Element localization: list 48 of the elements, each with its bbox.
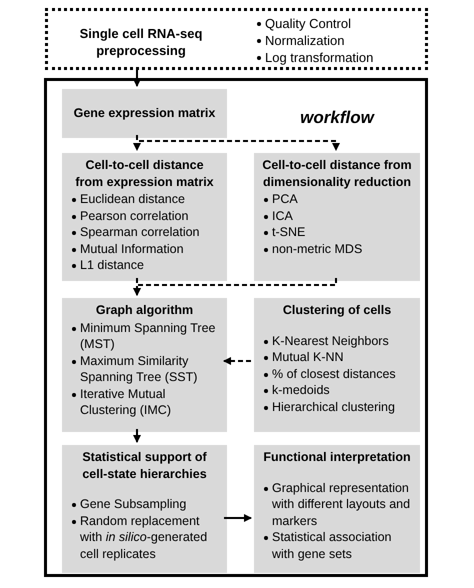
process-box (62, 445, 227, 573)
bullet-text: K-Nearest Neighbors (272, 332, 389, 349)
bullet-text: Euclidean distance (80, 191, 185, 208)
arrow (133, 429, 141, 443)
bullet-text: % of closest distances (272, 366, 396, 382)
arrow (133, 70, 141, 87)
bullet-text: Gene Subsampling (80, 496, 186, 512)
bullet-text: Normalization (265, 32, 344, 49)
bullet-text: k-medoids (272, 382, 330, 398)
bullet-text: Graphical representation with different layouts and markers (272, 480, 412, 529)
dotted-box (45, 8, 428, 70)
bullet-text: non-metric MDS (272, 240, 362, 257)
bullet-text: Mutual Information (80, 240, 184, 257)
bullet-text: Iterative Mutual Clustering (IMC) (80, 386, 172, 418)
bullet-text: t-SNE (272, 224, 306, 240)
box-heading: Cell-to-cell distance from expression matrix (74, 157, 215, 190)
box-heading: Clustering of cells (282, 302, 392, 318)
bullet-text: ICA (272, 208, 293, 224)
arrow (133, 278, 337, 296)
arrow (133, 278, 141, 296)
workflow-frame (44, 78, 428, 577)
bullet-text: Random replacement with in silico-generated cell replicates (80, 512, 208, 562)
bullet-text: Minimum Spanning Tree (MST) (80, 320, 216, 352)
process-box (62, 89, 227, 138)
bullet-text: Spearman correlation (80, 224, 200, 240)
process-box (254, 445, 420, 573)
bullet-text: Statistical association with gene sets (272, 529, 393, 562)
box-heading: Functional interpretation (262, 449, 412, 466)
process-box (62, 153, 227, 281)
box-heading: Graph algorithm (94, 302, 194, 318)
preprocessing-label: Single cell RNA-seq preprocessing (78, 25, 204, 59)
process-box (254, 153, 420, 281)
box-heading: Cell-to-cell distance from dimensionality reduction (261, 157, 413, 190)
process-box (62, 298, 227, 432)
workflow-title: workflow (299, 107, 376, 129)
arrow (223, 357, 251, 365)
box-heading: Statistical support of cell-state hierarchies (81, 449, 208, 482)
bullet-text: Pearson correlation (80, 208, 188, 224)
bullet-text: Hierarchical clustering (272, 398, 395, 415)
process-box (254, 298, 420, 432)
bullet-text: L1 distance (80, 257, 144, 274)
bullet-text: Mutual K-NN (272, 349, 344, 366)
arrow (224, 514, 252, 522)
bullet-text: Log transformation (265, 49, 374, 66)
bullet-text: Quality Control (265, 15, 351, 32)
bullet-text: Maximum Similarity Spanning Tree (SST) (80, 352, 198, 386)
box-heading: Gene expression matrix (72, 105, 216, 122)
bullet-text: PCA (272, 191, 298, 208)
